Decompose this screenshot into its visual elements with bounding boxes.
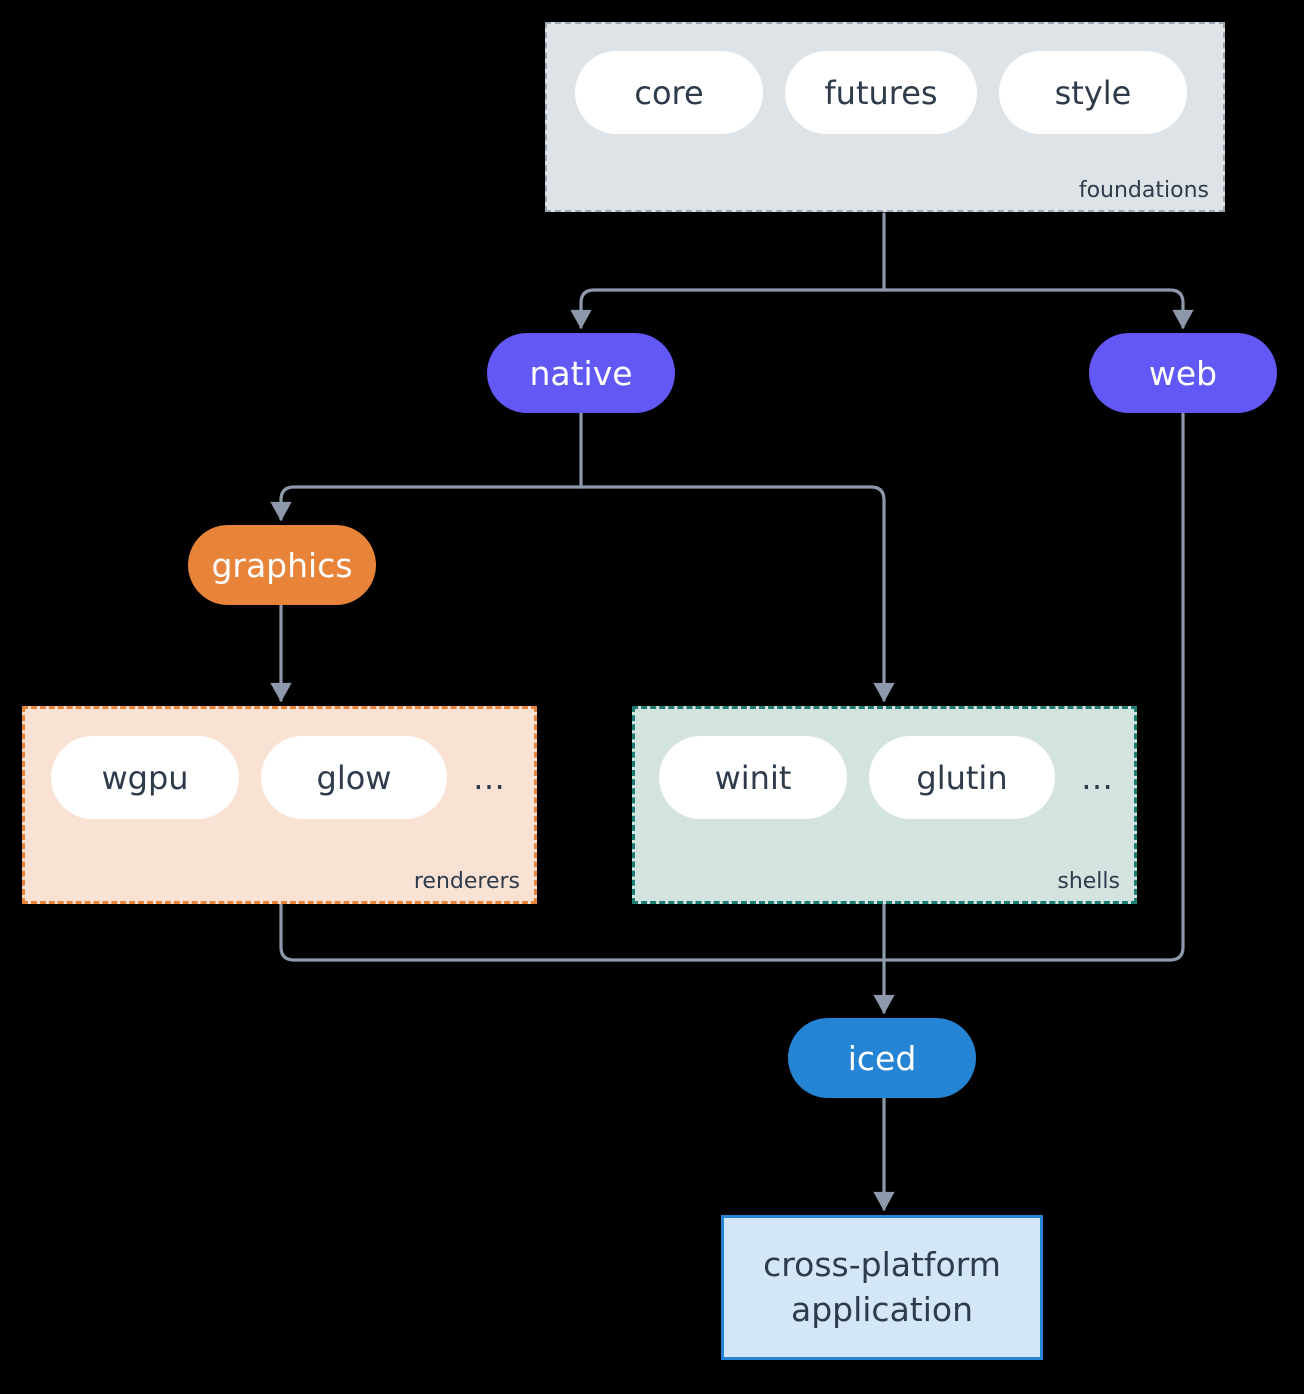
- edge-native-to-shells: [579, 485, 895, 703]
- leaf-glutin[interactable]: glutin: [869, 736, 1055, 819]
- leaf-core[interactable]: core: [575, 51, 763, 134]
- cluster-renderers-label: renderers: [413, 869, 520, 894]
- node-native[interactable]: native: [487, 333, 675, 413]
- application-label-line2: application: [790, 1289, 974, 1329]
- application-label-line1: cross-platform: [763, 1244, 1001, 1284]
- edge-native-to-graphics: [270, 485, 583, 522]
- leaf-wgpu[interactable]: wgpu: [51, 736, 239, 819]
- cluster-shells: winit glutin … shells: [632, 706, 1137, 904]
- cluster-foundations: core futures style foundations: [545, 22, 1225, 212]
- cluster-foundations-items: core futures style: [547, 24, 1223, 210]
- cluster-renderers: wgpu glow … renderers: [22, 706, 537, 904]
- node-graphics[interactable]: graphics: [188, 525, 376, 605]
- edge-renderers-to-iced: [279, 902, 886, 962]
- leaf-glow[interactable]: glow: [261, 736, 447, 819]
- edge-foundations-to-native: [570, 288, 886, 330]
- node-cross-platform-application[interactable]: cross-platform application: [721, 1215, 1043, 1360]
- renderers-overflow-ellipsis: …: [473, 758, 505, 797]
- cluster-shells-items: winit glutin …: [635, 709, 1134, 901]
- edge-foundations-to-web: [882, 288, 1194, 330]
- shells-overflow-ellipsis: …: [1081, 758, 1113, 797]
- cluster-foundations-label: foundations: [1078, 178, 1209, 203]
- leaf-futures[interactable]: futures: [785, 51, 977, 134]
- node-web[interactable]: web: [1089, 333, 1277, 413]
- leaf-style[interactable]: style: [999, 51, 1187, 134]
- node-iced[interactable]: iced: [788, 1018, 976, 1098]
- cluster-renderers-items: wgpu glow …: [25, 709, 534, 901]
- cluster-shells-label: shells: [1057, 869, 1120, 894]
- leaf-winit[interactable]: winit: [659, 736, 847, 819]
